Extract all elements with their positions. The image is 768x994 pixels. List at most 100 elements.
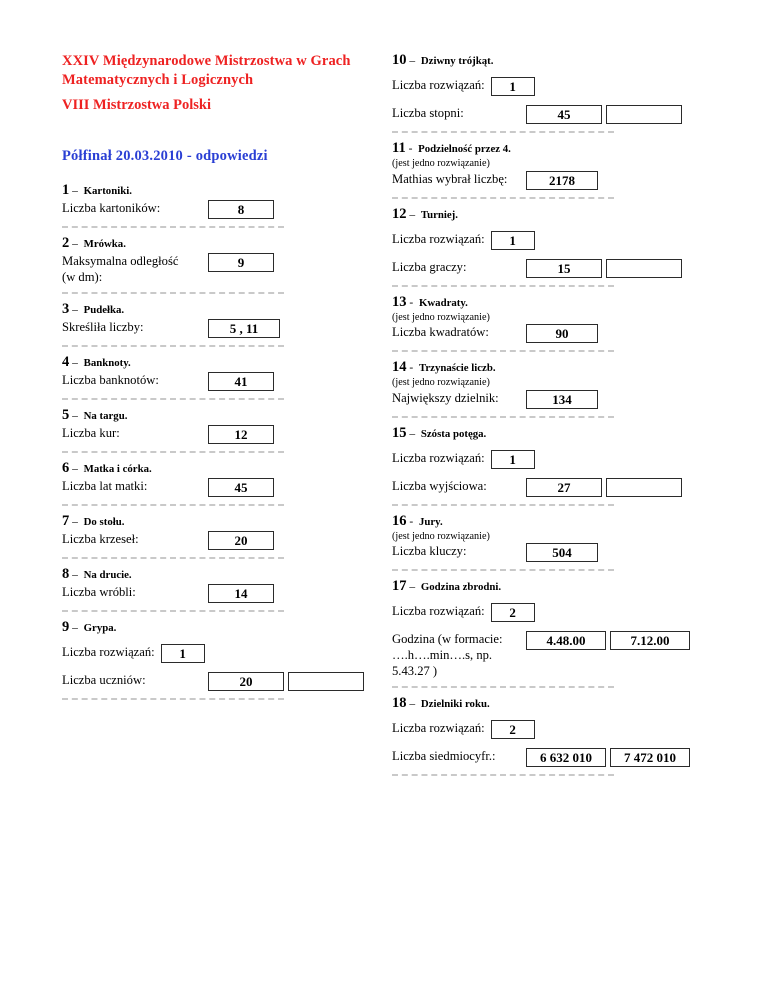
item-number: 18: [392, 695, 407, 711]
answer-box[interactable]: 2: [490, 603, 535, 622]
answer-box[interactable]: 45: [526, 105, 602, 124]
answer-box[interactable]: 6 632 010: [526, 748, 606, 767]
item-number: 5: [62, 407, 70, 423]
answer-box[interactable]: 7.12.00: [610, 631, 690, 650]
answer-box[interactable]: 2: [490, 720, 535, 739]
answer-item-14: 14 - Trzynaście liczb.(jest jedno rozwią…: [392, 359, 692, 418]
answer-row: Godzina (w formacie: ….h….min….s, np. 5.…: [392, 631, 692, 679]
item-title: Matka i córka.: [83, 463, 152, 475]
round-and-date: Półfinał 20.03.2010 - odpowiedzi: [62, 148, 268, 164]
item-heading: 3 – Pudełka.: [62, 301, 362, 318]
document-header: XXIV Międzynarodowe Mistrzostwa w Grach …: [62, 52, 362, 165]
answer-box[interactable]: 1: [160, 644, 205, 663]
item-number: 12: [392, 205, 407, 222]
answer-box[interactable]: 1: [490, 77, 535, 96]
answer-box[interactable]: 8: [208, 200, 274, 219]
answer-box[interactable]: 14: [208, 584, 274, 603]
answer-row: Liczba rozwiązań:2: [392, 603, 692, 622]
answer-item-7: 7 – Do stołu.Liczba krzeseł:20: [62, 513, 362, 559]
item-dash: –: [69, 357, 84, 369]
answer-item-16: 16 - Jury.(jest jedno rozwiązanie)Liczba…: [392, 513, 692, 571]
item-dash: –: [406, 55, 421, 67]
answer-box-empty[interactable]: [606, 477, 682, 497]
answer-box[interactable]: 504: [526, 543, 598, 562]
answer-box[interactable]: 41: [208, 372, 274, 391]
item-dash: –: [69, 304, 84, 316]
answer-box-empty[interactable]: [606, 258, 682, 278]
answer-row-label: Liczba rozwiązań:: [392, 78, 485, 92]
answer-box[interactable]: 4.48.00: [526, 631, 606, 650]
answer-box-empty[interactable]: [606, 105, 682, 124]
answer-box[interactable]: 134: [526, 389, 598, 409]
answer-box[interactable]: 7 472 010: [610, 748, 690, 767]
answer-item-3: 3 – Pudełka.Skreśliła liczby:5 , 11: [62, 301, 362, 347]
answer-boxes: 14: [208, 584, 274, 603]
item-title: Turniej.: [420, 208, 458, 221]
answer-box[interactable]: 1: [490, 230, 535, 250]
item-dash: –: [69, 238, 84, 250]
answer-item-6: 6 – Matka i córka.Liczba lat matki:45: [62, 460, 362, 506]
answer-boxes: 20: [208, 531, 274, 550]
item-separator: [62, 698, 284, 700]
answer-row-label: Liczba krzeseł:: [62, 532, 139, 546]
item-title: Podzielność przez 4.: [418, 143, 511, 155]
item-title: Szósta potęga.: [420, 427, 487, 440]
answer-row: Liczba banknotów:41: [62, 372, 362, 391]
item-heading: 5 – Na targu.: [62, 407, 362, 424]
answer-box[interactable]: 9: [208, 253, 274, 272]
answer-boxes: 504: [526, 543, 598, 562]
answer-row: Liczba uczniów:20: [62, 672, 364, 691]
item-number: 17: [392, 578, 407, 594]
answer-boxes: 9: [208, 253, 274, 272]
answer-row: Liczba rozwiązań:1: [62, 644, 362, 663]
item-separator: [392, 196, 614, 199]
answer-row-label: Liczba rozwiązań:: [392, 231, 485, 246]
item-dash: –: [406, 208, 421, 221]
answer-boxes: 2178: [526, 170, 598, 190]
answer-row-label: Liczba kur:: [62, 426, 120, 440]
item-number: 9: [62, 619, 70, 635]
answer-box[interactable]: 20: [208, 672, 284, 691]
answer-box[interactable]: 20: [208, 531, 274, 550]
item-title: Trzynaście liczb.: [418, 362, 496, 374]
answer-boxes: 134: [526, 389, 598, 409]
item-dash: -: [405, 143, 419, 155]
answer-box[interactable]: 15: [526, 258, 602, 278]
answer-box[interactable]: 12: [208, 425, 274, 444]
answer-boxes: 1: [490, 77, 535, 96]
item-number: 2: [62, 235, 70, 251]
answer-box[interactable]: 27: [526, 477, 602, 497]
item-separator: [392, 569, 614, 571]
answer-row-label: Liczba graczy:: [392, 259, 467, 274]
answer-row: Liczba graczy: 15: [392, 258, 692, 278]
answer-row: Liczba kluczy: 504: [392, 543, 692, 562]
item-heading: 13 - Kwadraty.: [392, 294, 692, 311]
answer-boxes: 2: [490, 720, 535, 739]
answer-box[interactable]: 1: [490, 449, 535, 469]
item-heading: 14 - Trzynaście liczb.: [392, 359, 692, 376]
item-number: 13: [392, 293, 407, 310]
item-dash: –: [69, 516, 84, 528]
item-title: Mrówka.: [83, 238, 126, 250]
answer-row-label: Liczba kluczy:: [392, 544, 467, 558]
item-title: Do stołu.: [83, 516, 125, 528]
answer-box[interactable]: 5 , 11: [208, 319, 280, 338]
answer-box[interactable]: 90: [526, 324, 598, 343]
answer-boxes: 45: [526, 105, 682, 124]
answer-row-label: Liczba kwadratów:: [392, 325, 489, 339]
item-title: Kartoniki.: [83, 185, 132, 197]
answer-row: Liczba kartoników:8: [62, 200, 362, 219]
answer-box[interactable]: 2178: [526, 170, 598, 190]
item-number: 8: [62, 566, 70, 582]
item-title: Grypa.: [83, 622, 117, 634]
answer-box[interactable]: 45: [208, 478, 274, 497]
answer-box-empty[interactable]: [288, 672, 364, 691]
item-dash: –: [69, 569, 84, 581]
item-heading: 12 – Turniej.: [392, 206, 692, 223]
answer-row-label: Godzina (w formacie: ….h….min….s, np. 5.…: [392, 632, 503, 678]
